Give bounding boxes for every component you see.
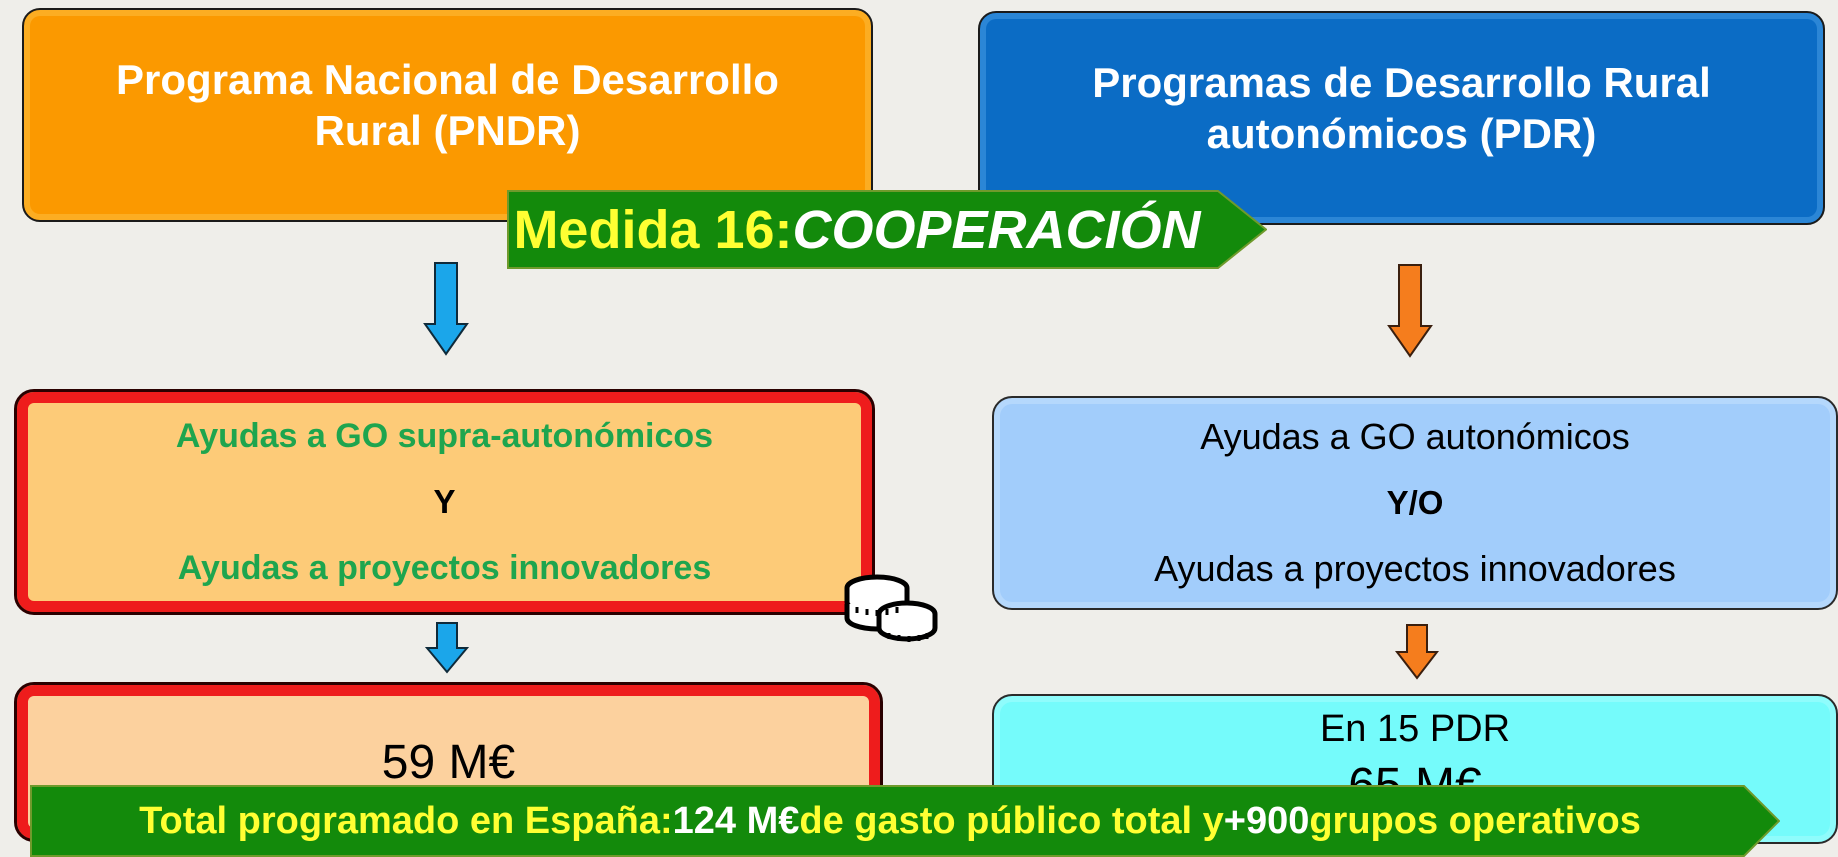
- medida-name: COOPERACIÓN: [792, 199, 1201, 260]
- pndr-aid-box: Ayudas a GO supra-autonómicos Y Ayudas a…: [14, 389, 875, 615]
- pndr-title-line2: Rural (PNDR): [314, 107, 581, 154]
- medida-prefix: Medida 16:: [513, 199, 793, 260]
- pndr-amount: 59 M€: [381, 736, 516, 789]
- total-amount: 124 M€: [672, 799, 800, 842]
- pndr-aid-line2: Ayudas a proyectos innovadores: [177, 549, 712, 587]
- total-part1: Total programado en España:: [139, 799, 673, 842]
- total-banner: Total programado en España: 124 M€ de ga…: [30, 785, 1750, 857]
- medida-banner: Medida 16: COOPERACIÓN: [507, 190, 1207, 269]
- pndr-box: Programa Nacional de Desarrollo Rural (P…: [22, 8, 873, 222]
- medida-banner-shape: [507, 190, 1267, 269]
- down-arrow-icon: [423, 262, 469, 356]
- pndr-aid-line1: Ayudas a GO supra-autonómicos: [175, 417, 714, 455]
- down-arrow-icon: [1395, 624, 1439, 680]
- pdr-amount-line1: En 15 PDR: [1319, 708, 1511, 750]
- total-part5: grupos operativos: [1309, 799, 1641, 842]
- pdr-box: Programas de Desarrollo Rural autonómico…: [978, 11, 1825, 225]
- pdr-title-line2: autonómicos (PDR): [1206, 110, 1597, 157]
- pdr-aid-line2: Ayudas a proyectos innovadores: [1154, 548, 1676, 589]
- pdr-title-line1: Programas de Desarrollo Rural: [1092, 59, 1711, 106]
- down-arrow-icon: [425, 622, 469, 674]
- pndr-aid-connector: Y: [433, 483, 456, 520]
- pndr-title-line1: Programa Nacional de Desarrollo: [116, 56, 779, 103]
- coins-icon: [844, 574, 938, 642]
- pdr-aid-connector: Y/O: [1386, 484, 1444, 521]
- total-banner-shape: [30, 785, 1780, 857]
- pdr-aid-line1: Ayudas a GO autonómicos: [1200, 416, 1630, 457]
- down-arrow-icon: [1387, 264, 1433, 358]
- pdr-aid-box: Ayudas a GO autonómicos Y/O Ayudas a pro…: [992, 396, 1838, 610]
- total-part3: de gasto público total y: [799, 799, 1224, 842]
- total-groups: +900: [1223, 799, 1310, 842]
